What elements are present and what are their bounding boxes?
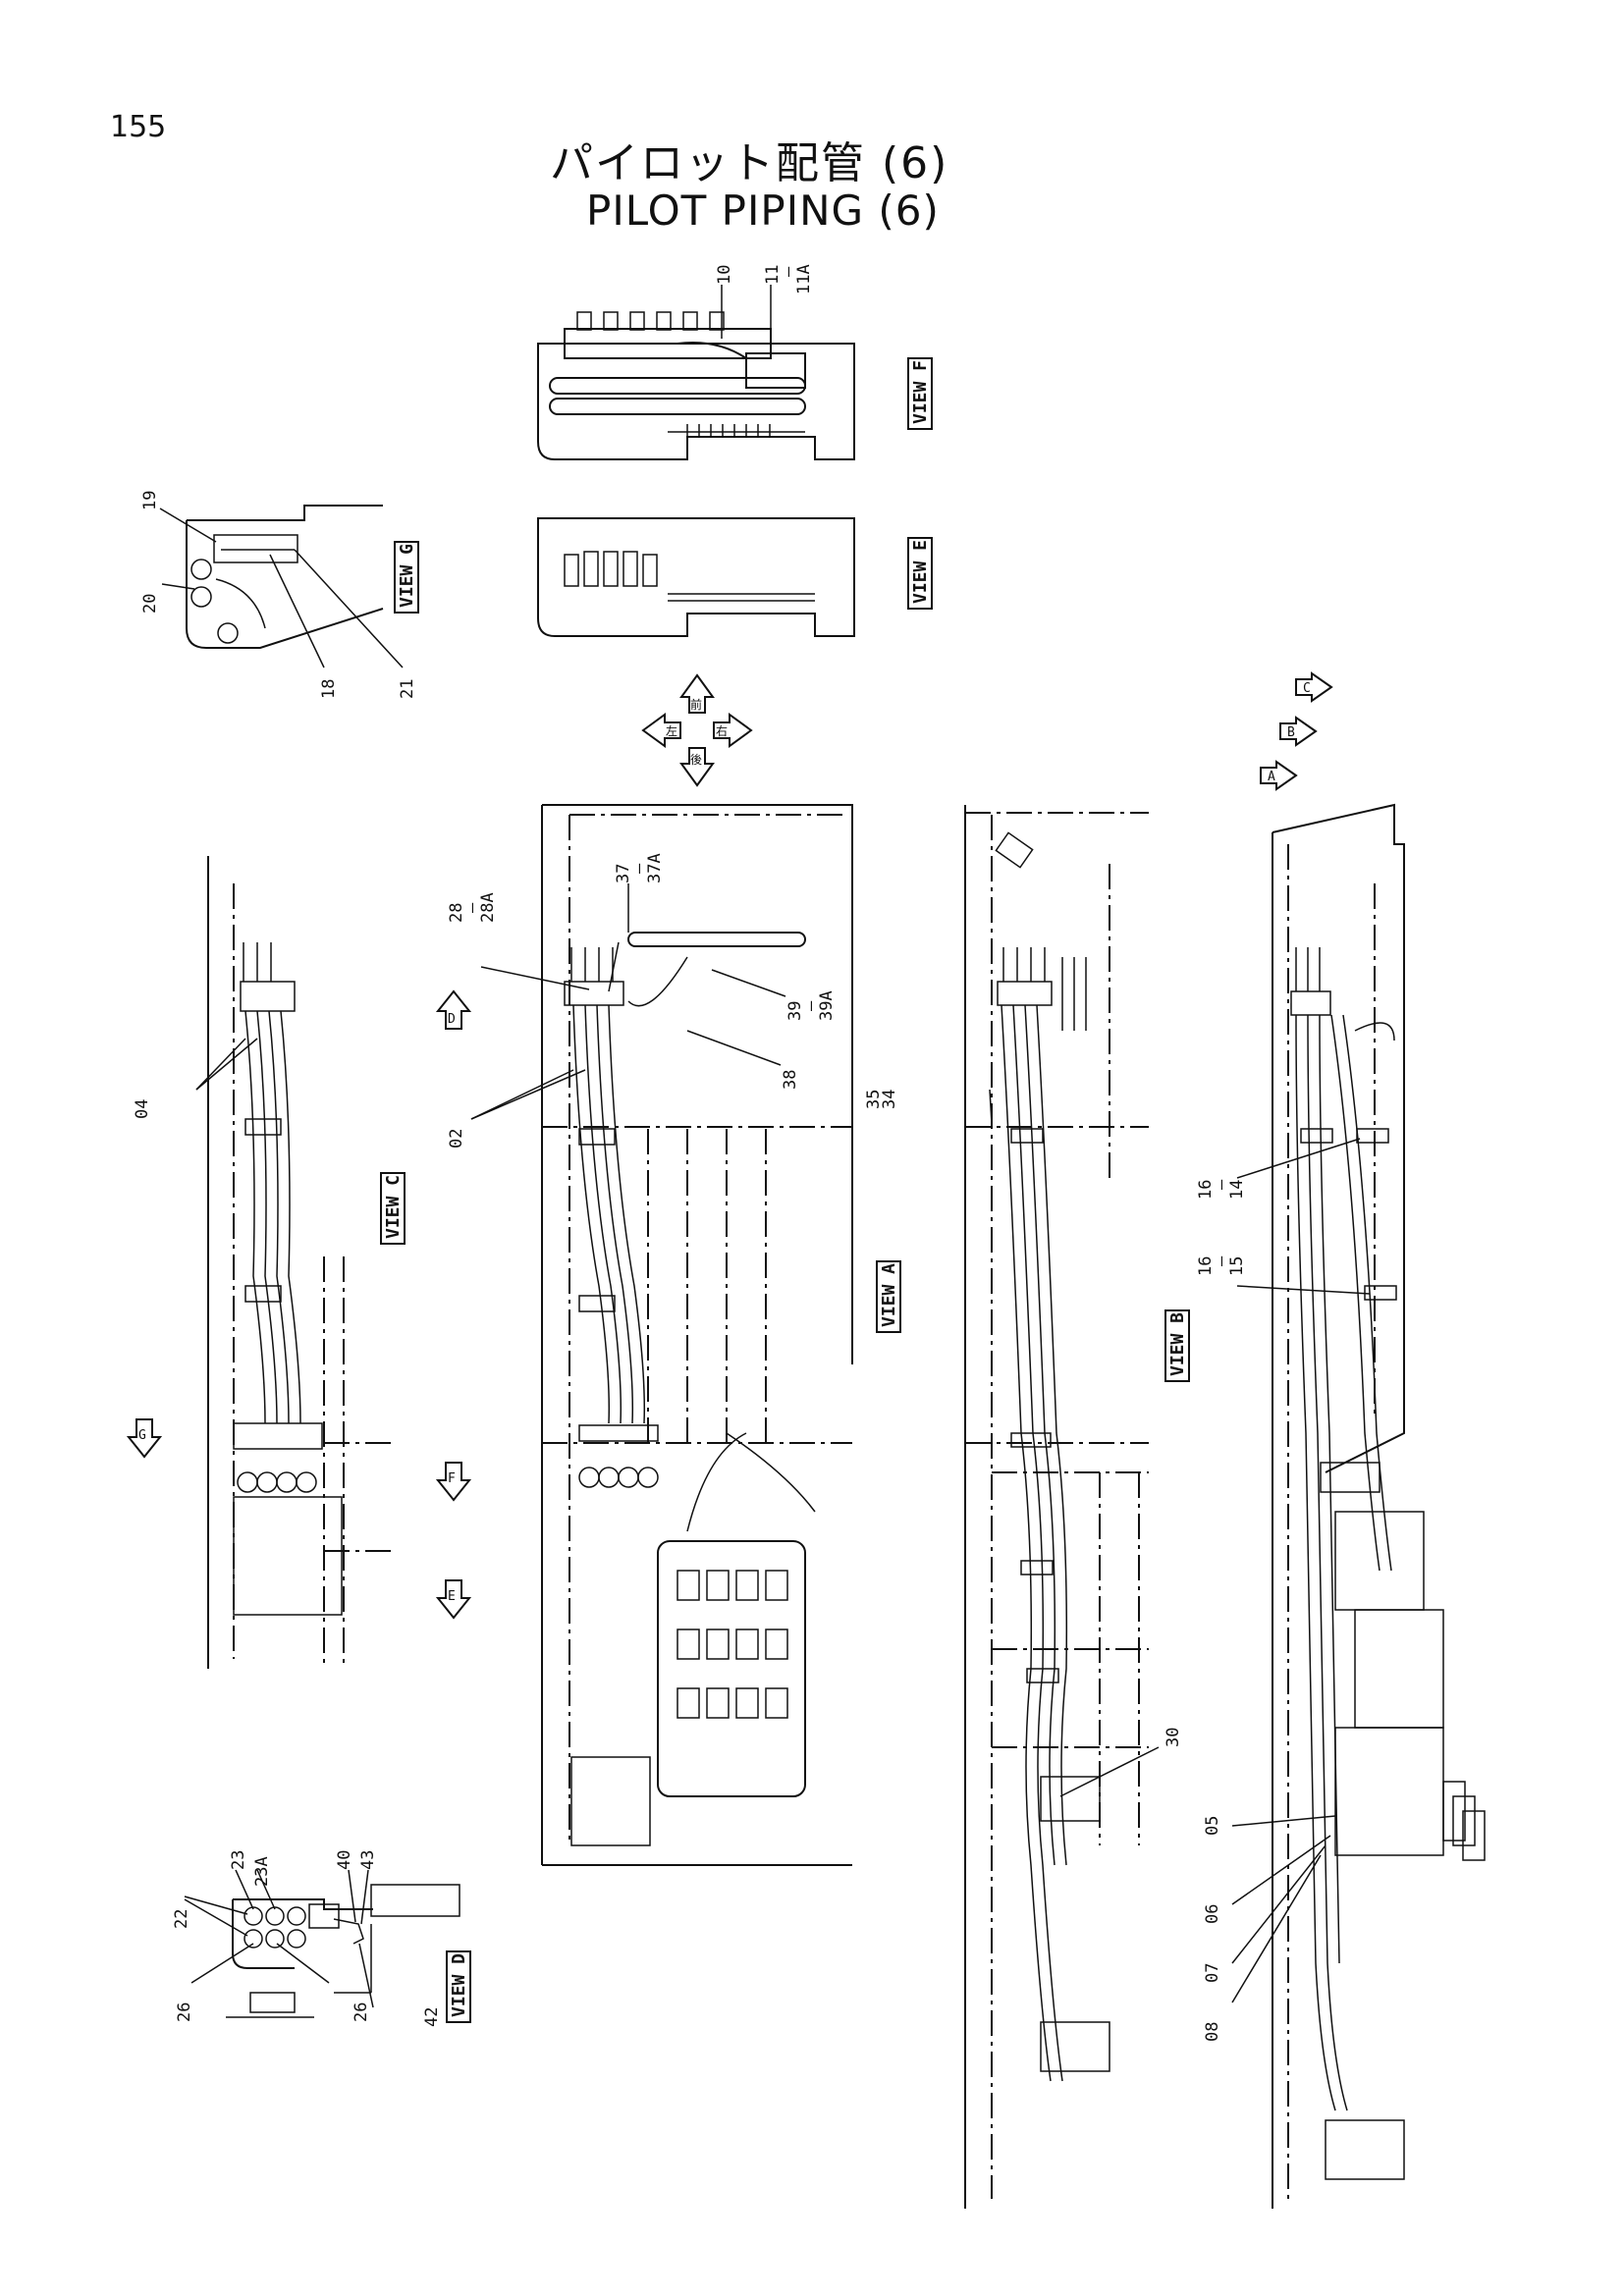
callout-07: 07 bbox=[1203, 1963, 1222, 1983]
callout-34: 34 bbox=[880, 1090, 899, 1109]
view-d-label: VIEW D bbox=[449, 1953, 469, 2017]
callout-16-top: 16 bbox=[1196, 1180, 1216, 1200]
compass-front: 前 bbox=[690, 697, 702, 712]
svg-text:—: — bbox=[462, 902, 482, 913]
view-f-detail: 10 11 — 11A VIEW F bbox=[537, 264, 933, 460]
callout-11: 11 bbox=[763, 265, 783, 285]
view-e-label: VIEW E bbox=[910, 540, 931, 604]
callout-28a: 28A bbox=[478, 892, 498, 923]
callout-14: 14 bbox=[1227, 1180, 1247, 1200]
callout-21: 21 bbox=[398, 679, 417, 699]
view-a-label: VIEW A bbox=[879, 1263, 899, 1327]
callout-22: 22 bbox=[172, 1909, 191, 1929]
direction-compass: 前 後 左 右 bbox=[641, 673, 753, 787]
view-a-detail: 28 — 28A 37 — 37A 39 — 39A 38 02 VIEW A bbox=[447, 804, 901, 1866]
callout-16-bottom: 16 bbox=[1196, 1256, 1216, 1276]
callout-06: 06 bbox=[1203, 1904, 1222, 1924]
svg-text:—: — bbox=[779, 266, 798, 277]
view-direction-markers: D F E G bbox=[126, 989, 472, 1620]
callout-05: 05 bbox=[1203, 1816, 1222, 1836]
callout-20: 20 bbox=[140, 594, 160, 614]
callout-26-right: 26 bbox=[352, 2002, 371, 2022]
view-c-label: VIEW C bbox=[383, 1175, 404, 1239]
view-d-detail: 23 23A 40 43 22 26 26 42 VIEW D bbox=[172, 1850, 471, 2027]
compass-rear: 後 bbox=[690, 753, 702, 767]
view-e-detail: VIEW E bbox=[537, 517, 933, 637]
callout-42: 42 bbox=[422, 2007, 442, 2027]
view-b-detail: 35 34 30 VIEW B bbox=[864, 805, 1190, 2209]
callout-37a: 37A bbox=[645, 853, 665, 883]
callout-18: 18 bbox=[319, 679, 339, 699]
svg-text:—: — bbox=[801, 1000, 821, 1011]
right-side-view: C B A bbox=[1196, 671, 1486, 2209]
callout-10: 10 bbox=[715, 265, 734, 285]
marker-b: B bbox=[1287, 725, 1295, 740]
callout-43: 43 bbox=[358, 1850, 378, 1870]
view-f-label: VIEW F bbox=[910, 360, 931, 424]
callout-30: 30 bbox=[1164, 1728, 1183, 1747]
callout-35: 35 bbox=[864, 1090, 884, 1109]
callout-37: 37 bbox=[614, 864, 633, 883]
callout-02: 02 bbox=[447, 1129, 466, 1148]
page-title-japanese: パイロット配管 (6) bbox=[550, 138, 949, 188]
marker-d-top: D bbox=[448, 1012, 456, 1027]
callout-38: 38 bbox=[781, 1070, 800, 1090]
callout-19: 19 bbox=[140, 491, 160, 510]
compass-left: 左 bbox=[666, 723, 677, 738]
svg-text:—: — bbox=[629, 863, 649, 874]
callout-26-left: 26 bbox=[175, 2002, 194, 2022]
callout-23a: 23A bbox=[252, 1856, 272, 1887]
view-b-label: VIEW B bbox=[1167, 1312, 1188, 1376]
view-c-detail: 04 VIEW C bbox=[133, 856, 406, 1669]
svg-text:—: — bbox=[1212, 1255, 1231, 1266]
page-number: 155 bbox=[110, 110, 167, 144]
callout-08: 08 bbox=[1203, 2022, 1222, 2042]
marker-c: C bbox=[1303, 681, 1311, 696]
callout-11a: 11A bbox=[794, 264, 814, 294]
view-g-detail: 19 20 18 21 VIEW G bbox=[140, 491, 419, 699]
marker-f: F bbox=[448, 1471, 456, 1486]
marker-g: G bbox=[138, 1428, 146, 1443]
callout-39: 39 bbox=[785, 1001, 805, 1021]
marker-a: A bbox=[1268, 770, 1275, 784]
svg-text:—: — bbox=[1212, 1179, 1231, 1190]
marker-e: E bbox=[448, 1589, 456, 1604]
compass-right: 右 bbox=[716, 723, 728, 738]
callout-39a: 39A bbox=[817, 990, 837, 1021]
callout-23: 23 bbox=[229, 1850, 248, 1870]
view-g-label: VIEW G bbox=[397, 544, 417, 608]
callout-15: 15 bbox=[1227, 1256, 1247, 1276]
callout-40: 40 bbox=[335, 1850, 354, 1870]
callout-04: 04 bbox=[133, 1099, 152, 1119]
page-title-english: PILOT PIPING (6) bbox=[586, 187, 940, 235]
callout-28: 28 bbox=[447, 903, 466, 923]
